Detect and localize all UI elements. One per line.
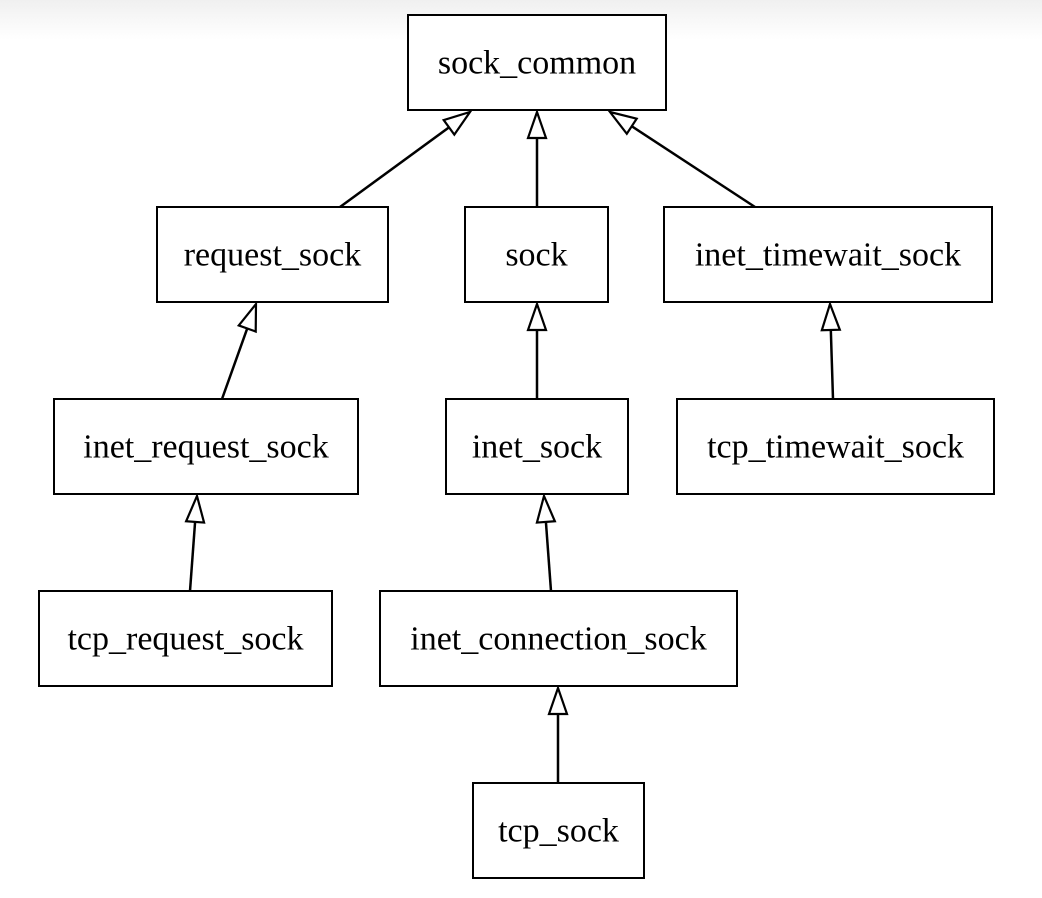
inheritance-arrowhead-icon [441,110,473,137]
node-box [379,590,738,687]
inheritance-arrowhead-icon [236,300,258,334]
node-box [663,206,993,303]
node-label: sock_common [438,45,636,82]
node-request_sock: request_sock [156,206,389,303]
node-box [676,398,995,495]
inheritance-arrowhead-icon [184,492,206,524]
node-tcp_timewait_sock: tcp_timewait_sock [676,398,995,495]
nodes-layer: sock_common request_sock sock inet_timewait… [38,14,995,879]
edge-line [829,329,835,400]
edge-line [631,125,756,209]
node-label: inet_connection_sock [410,621,706,658]
node-box [53,398,359,495]
inheritance-arrowhead-icon [607,110,639,136]
node-label: sock [505,237,567,274]
edge-sock-to-sock_common [526,108,548,207]
inheritance-arrowhead-icon [535,492,557,524]
edge-request_sock-to-sock_common [339,110,473,209]
node-label: tcp_sock [498,813,619,850]
node-box [156,206,389,303]
node-box [472,782,645,879]
inheritance-arrowhead-icon [820,300,842,332]
node-label: tcp_timewait_sock [707,429,964,466]
node-label: request_sock [184,237,362,274]
node-box [445,398,629,495]
edge-line [188,521,197,592]
edge-inet_sock-to-sock [526,300,548,399]
edge-tcp_timewait_sock-to-inet_timewait_sock [820,300,842,400]
node-label: inet_timewait_sock [695,237,961,274]
edge-tcp_request_sock-to-inet_request_sock [184,492,206,592]
inheritance-arrowhead-icon [547,684,569,716]
edges-layer [184,108,842,783]
node-tcp_request_sock: tcp_request_sock [38,590,333,687]
node-sock: sock [464,206,609,303]
node-inet_sock: inet_sock [445,398,629,495]
node-inet_timewait_sock: inet_timewait_sock [663,206,993,303]
edge-tcp_sock-to-inet_connection_sock [547,684,569,783]
edge-inet_timewait_sock-to-sock_common [607,110,756,209]
node-label: inet_request_sock [83,429,329,466]
edge-line [220,328,249,400]
inheritance-arrowhead-icon [526,108,548,140]
edge-inet_request_sock-to-request_sock [220,300,258,400]
edge-line [339,126,450,209]
node-inet_request_sock: inet_request_sock [53,398,359,495]
node-inet_connection_sock: inet_connection_sock [379,590,738,687]
node-label: inet_sock [472,429,602,466]
node-box [464,206,609,303]
node-label: tcp_request_sock [67,621,303,658]
node-box [407,14,667,111]
edge-line [544,521,553,592]
node-tcp_sock: tcp_sock [472,782,645,879]
node-box [38,590,333,687]
inheritance-arrowhead-icon [526,300,548,332]
node-sock_common: sock_common [407,14,667,111]
edge-inet_connection_sock-to-inet_sock [535,492,557,592]
